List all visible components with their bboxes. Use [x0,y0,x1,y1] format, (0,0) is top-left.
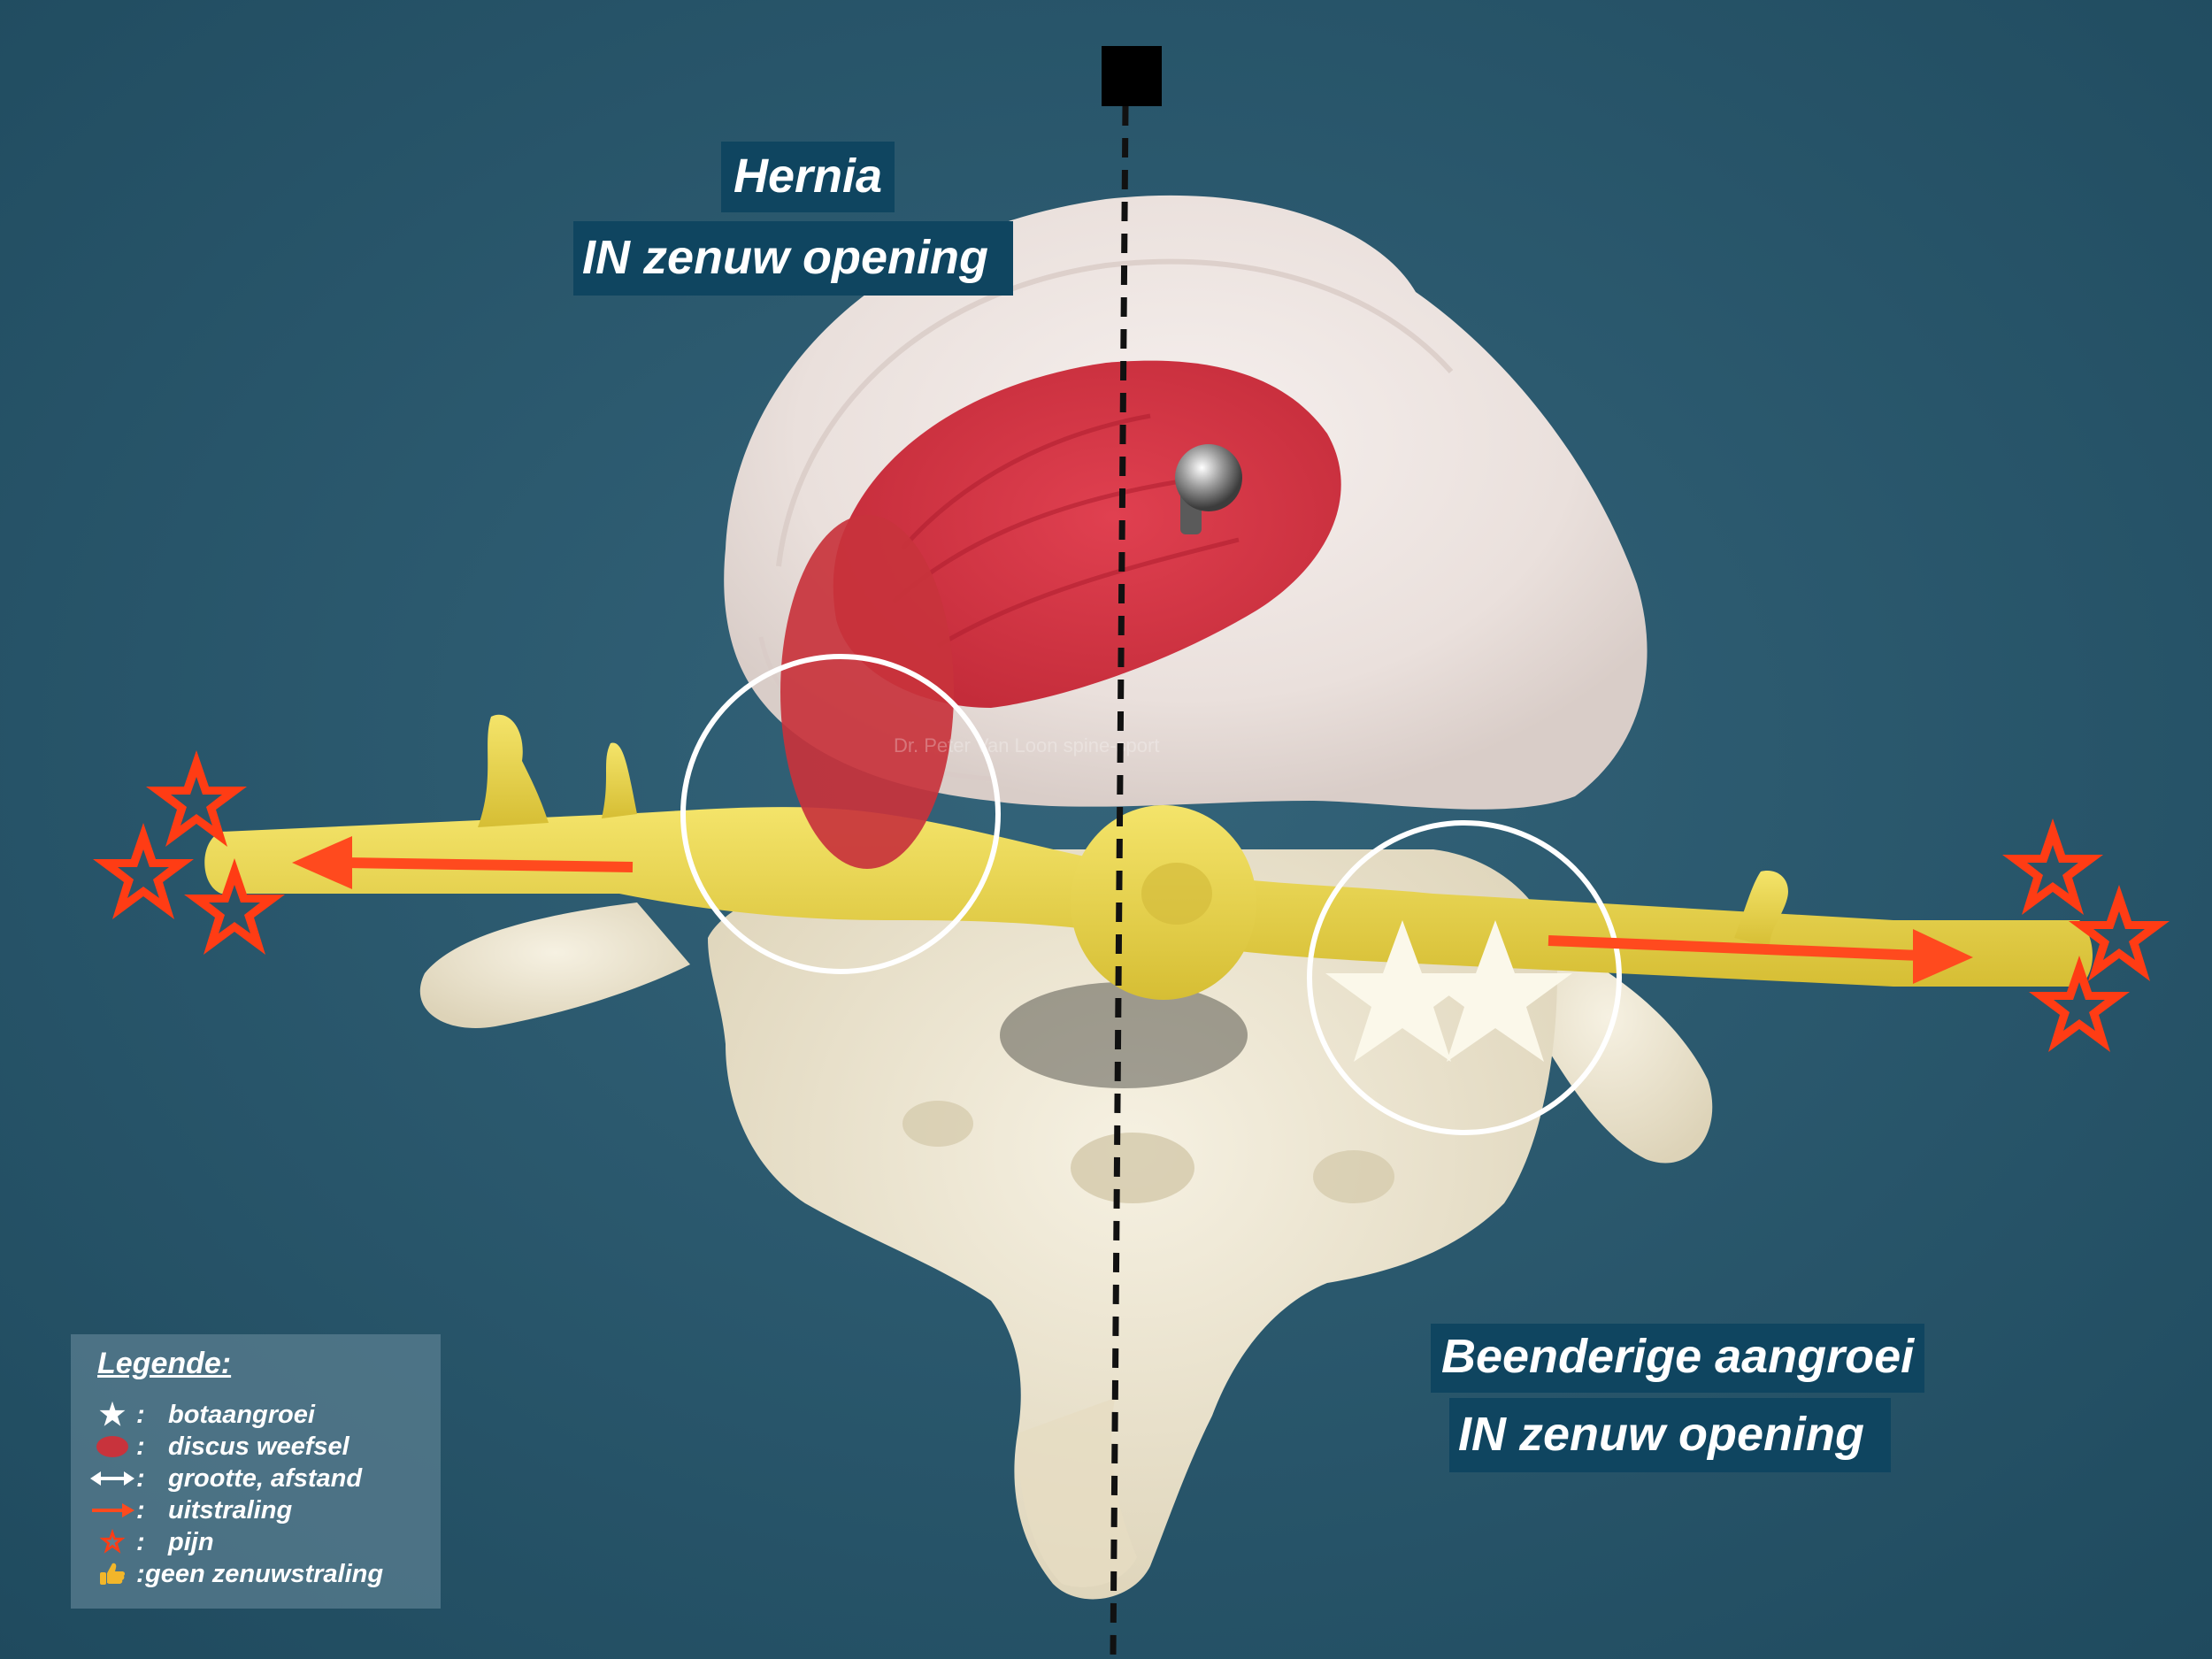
legend-colon: : [136,1559,145,1588]
herniated-disc-tissue [780,515,954,869]
legend-label: botaangroei [168,1400,315,1429]
transverse-process-left [419,902,690,1028]
radiation-arrow-left [344,857,634,872]
legend-label: discus weefsel [168,1432,349,1461]
pain-star-icon [2069,885,2170,981]
bone-hole [1071,1133,1194,1203]
double-arrow-icon [88,1463,136,1494]
bone-growth-star-icon [1418,920,1572,1062]
vertebral-arch [708,849,1557,1600]
metal-pin-head [1175,444,1242,511]
star-icon [88,1400,136,1430]
pain-star-icon [146,750,247,847]
hernia-subtitle: IN zenuw opening [573,221,1013,296]
radiation-arrow-right [1548,935,1921,961]
watermark: Dr. Peter Van Loon spine-sport [894,734,1159,757]
midline-dashed-line [1110,105,1129,1655]
bone-hole [902,1101,973,1147]
legend-item: : pijn [88,1527,214,1557]
foramen-circle-right [1307,820,1622,1135]
hernia-title: Hernia [721,142,895,212]
legend-title: Legende: [97,1347,232,1380]
pain-star-icon [2002,818,2103,915]
legend: Legende: : botaangroei : discus weefsel … [71,1334,441,1609]
red-arrow-icon [88,1495,136,1525]
bony-growth-subtitle: IN zenuw opening [1449,1398,1891,1472]
thumbs-up-icon [88,1559,136,1589]
midline-marker-square [1102,46,1162,106]
legend-label: grootte, afstand [168,1463,363,1493]
bone-hole [1313,1150,1394,1203]
pain-star-icon [88,1527,136,1557]
legend-label: pijn [168,1527,214,1556]
spinal-cord-center [1141,863,1212,925]
legend-label: geen zenuwstraling [145,1559,384,1588]
radiation-arrowhead-right [1913,929,1973,984]
legend-colon: : [136,1432,145,1461]
legend-item: : botaangroei [88,1400,315,1430]
nerve-branch [478,714,549,827]
legend-label: uitstraling [168,1495,293,1525]
radiation-arrowhead-left [292,836,352,889]
legend-colon: : [136,1495,145,1525]
pain-star-icon [2029,956,2130,1052]
legend-colon: : [136,1400,145,1429]
bone-growth-star-icon [1325,920,1479,1062]
legend-item: : geen zenuwstraling [88,1559,383,1589]
disc-annulus-ring [776,258,1454,567]
red-ellipse-icon [88,1432,136,1462]
spinal-canal [1000,982,1248,1088]
spinous-process [1018,1398,1137,1587]
legend-colon: : [136,1463,145,1493]
legend-item: : grootte, afstand [88,1463,362,1494]
legend-item: : uitstraling [88,1495,292,1525]
pain-star-icon [93,823,194,919]
nerve-branch [1734,871,1788,947]
legend-item: : discus weefsel [88,1432,349,1462]
pain-star-icon [184,858,285,955]
bony-growth-title: Beenderige aangroei [1431,1324,1925,1393]
nerve-branch [602,742,637,818]
legend-colon: : [136,1527,145,1556]
foramen-circle-left [680,654,1001,974]
